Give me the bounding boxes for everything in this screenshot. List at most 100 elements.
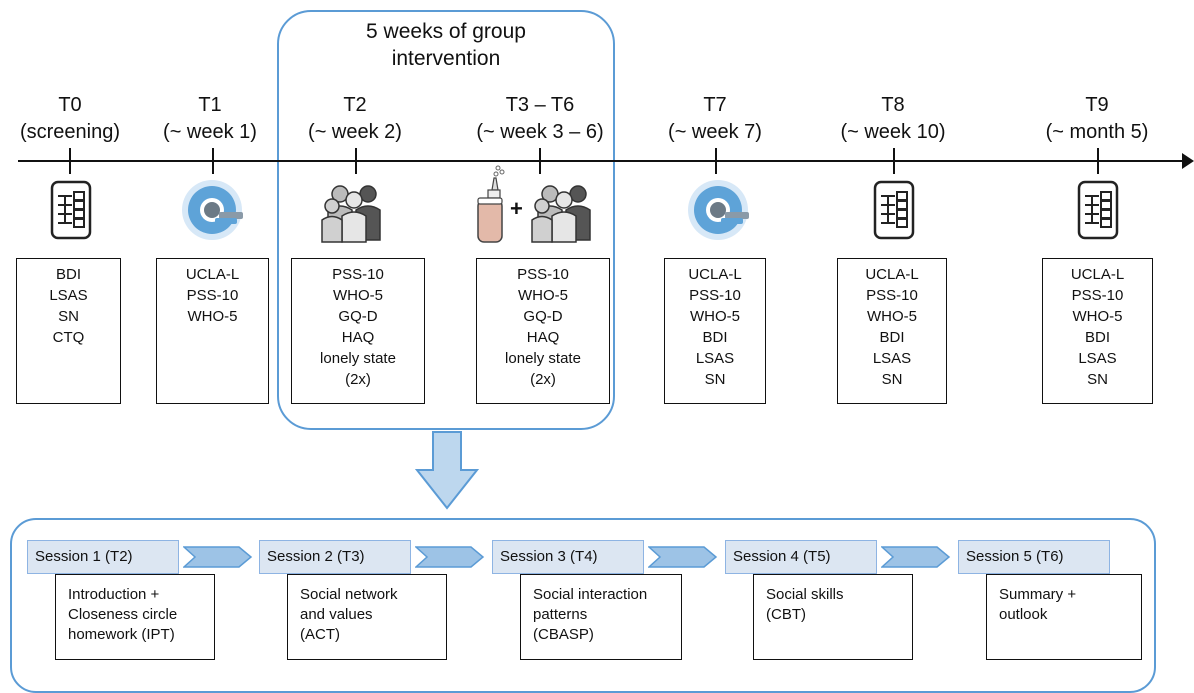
timepoint-label-t3-t6: T3 – T6 (~ week 3 – 6): [465, 92, 615, 146]
group-people-icon: [531, 185, 591, 243]
measure-item: WHO-5: [1072, 308, 1123, 325]
session-content-line: Closeness circle: [68, 606, 178, 623]
session-label: Session 4 (T5): [733, 548, 831, 565]
measure-item: SN: [881, 371, 903, 388]
questionnaire-icon: [1077, 180, 1119, 240]
session-content-4: Social skills (CBT): [753, 574, 913, 660]
measure-item: LSAS: [695, 350, 735, 367]
session-content-line: homework (IPT): [68, 626, 175, 643]
timeline-tick-t7: [715, 148, 717, 174]
session-label: Session 3 (T4): [500, 548, 598, 565]
measure-item: UCLA-L: [865, 266, 919, 283]
questionnaire-icon: [50, 180, 92, 240]
session-label: Session 1 (T2): [35, 548, 133, 565]
measures-box-t8: UCLA-L PSS-10 WHO-5 BDI LSAS SN: [837, 258, 947, 404]
measure-item: PSS-10: [517, 266, 569, 283]
measure-item: WHO-5: [867, 308, 917, 325]
measure-item: GQ-D: [523, 308, 563, 325]
measures-box-t0: BDI LSAS SN CTQ: [16, 258, 121, 404]
timepoint-id: T9: [1085, 94, 1109, 116]
measure-item: WHO-5: [518, 287, 568, 304]
measure-item: BDI: [879, 329, 905, 346]
nasal-spray-icon: [477, 165, 505, 243]
group-intervention-box: [277, 10, 615, 430]
chevron-arrow-icon: [881, 546, 951, 568]
measure-item: SN: [58, 308, 79, 325]
group-people-icon: [321, 185, 381, 243]
session-content-2: Social network and values (ACT): [287, 574, 447, 660]
measure-item: PSS-10: [1071, 287, 1124, 304]
timepoint-id: T3 – T6: [505, 94, 575, 116]
measure-item: lonely state: [320, 350, 396, 367]
measure-item: PSS-10: [866, 287, 918, 304]
session-content-5: Summary + outlook: [986, 574, 1142, 660]
measure-item: BDI: [1084, 329, 1110, 346]
plus-sign: +: [510, 196, 523, 221]
measures-box-t3-t6: PSS-10 WHO-5 GQ-D HAQ lonely state (2x): [476, 258, 610, 404]
measure-item: BDI: [55, 266, 81, 283]
session-content-line: patterns: [533, 606, 588, 623]
session-tab-3: Session 3 (T4): [492, 540, 644, 574]
chevron-arrow-icon: [183, 546, 253, 568]
chevron-arrow-icon: [648, 546, 718, 568]
measure-item: (2x): [345, 371, 371, 388]
session-content-line: outlook: [999, 606, 1048, 623]
timepoint-id: T2: [343, 94, 367, 116]
measure-item: lonely state: [505, 350, 581, 367]
session-content-line: (CBASP): [533, 626, 594, 643]
timepoint-sub: (~ week 2): [308, 121, 402, 143]
session-content-line: Social network: [300, 586, 398, 603]
chevron-arrow-icon: [415, 546, 485, 568]
timeline-tick-t8: [893, 148, 895, 174]
timeline-tick-t3-t6: [539, 148, 541, 174]
timeline-tick-t9: [1097, 148, 1099, 174]
timepoint-sub: (~ week 10): [840, 121, 946, 143]
group-intervention-title-line1: 5 weeks of group: [366, 20, 526, 43]
session-content-line: Social interaction: [533, 586, 648, 603]
down-arrow-icon: [415, 431, 479, 510]
timepoint-label-t1: T1 (~ week 1): [135, 92, 285, 146]
measures-box-t1: UCLA-L PSS-10 WHO-5: [156, 258, 269, 404]
measure-item: PSS-10: [186, 287, 239, 304]
measure-item: UCLA-L: [1070, 266, 1125, 283]
session-content-line: (ACT): [300, 626, 340, 643]
timepoint-sub: (~ month 5): [1045, 121, 1149, 143]
questionnaire-icon: [873, 180, 915, 240]
timepoint-label-t2: T2 (~ week 2): [280, 92, 430, 146]
mri-scanner-icon: [688, 180, 749, 240]
measure-item: PSS-10: [689, 287, 741, 304]
measure-item: GQ-D: [338, 308, 378, 325]
session-tab-4: Session 4 (T5): [725, 540, 877, 574]
session-tab-5: Session 5 (T6): [958, 540, 1110, 574]
session-label: Session 2 (T3): [267, 548, 365, 565]
session-tab-1: Session 1 (T2): [27, 540, 179, 574]
timepoint-label-t7: T7 (~ week 7): [640, 92, 790, 146]
timeline-tick-t1: [212, 148, 214, 174]
session-content-3: Social interaction patterns (CBASP): [520, 574, 682, 660]
measure-item: CTQ: [52, 329, 85, 346]
mri-scanner-icon: [182, 180, 243, 240]
timepoint-id: T8: [881, 94, 905, 116]
session-content-line: Social skills: [766, 586, 844, 603]
measure-item: WHO-5: [333, 287, 383, 304]
measure-item: HAQ: [526, 329, 560, 346]
measure-item: HAQ: [341, 329, 375, 346]
group-intervention-title-line2: intervention: [391, 47, 501, 70]
measure-item: PSS-10: [332, 266, 384, 283]
measure-item: UCLA-L: [688, 266, 742, 283]
timeline-tick-t2: [355, 148, 357, 174]
session-content-line: (CBT): [766, 606, 806, 623]
measure-item: (2x): [530, 371, 556, 388]
measure-item: WHO-5: [690, 308, 740, 325]
timepoint-sub: (~ week 7): [668, 121, 762, 143]
timepoint-sub: (screening): [19, 121, 121, 143]
session-label: Session 5 (T6): [966, 548, 1064, 565]
measures-box-t9: UCLA-L PSS-10 WHO-5 BDI LSAS SN: [1042, 258, 1153, 404]
measure-item: BDI: [702, 329, 728, 346]
measures-box-t2: PSS-10 WHO-5 GQ-D HAQ lonely state (2x): [291, 258, 425, 404]
measure-item: UCLA-L: [185, 266, 240, 283]
session-content-line: and values: [300, 606, 373, 623]
timeline-arrowhead: [1182, 153, 1194, 169]
timepoint-sub: (~ week 1): [163, 121, 257, 143]
measure-item: LSAS: [872, 350, 912, 367]
